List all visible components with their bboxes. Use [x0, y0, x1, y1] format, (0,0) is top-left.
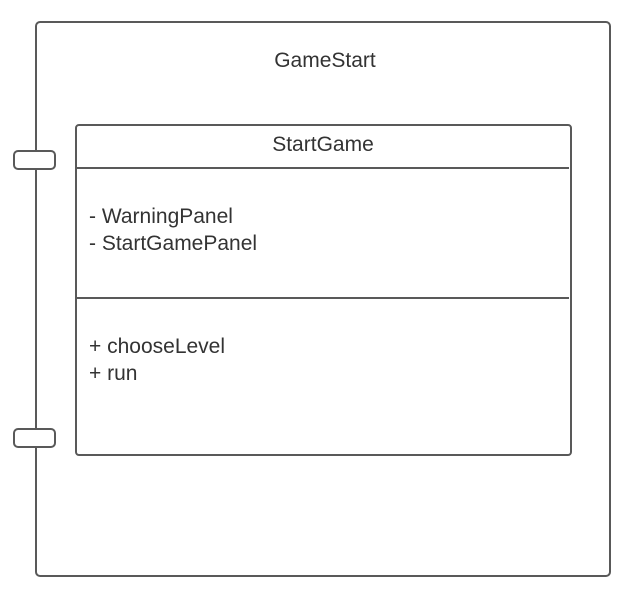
component-port-bottom	[13, 428, 56, 448]
class-name: StartGame	[77, 126, 569, 169]
operation-chooselevel: + chooseLevel	[89, 335, 226, 358]
component-port-top	[13, 150, 56, 170]
attribute-startgamepanel: - StartGamePanel	[89, 232, 258, 255]
operation-run: + run	[89, 362, 138, 385]
class-startgame: StartGame - WarningPanel - StartGamePane…	[75, 124, 572, 456]
operations-section: + chooseLevel + run	[77, 299, 569, 387]
attributes-section: - WarningPanel - StartGamePanel	[77, 169, 569, 299]
component-name: GameStart	[274, 49, 376, 72]
attribute-warningpanel: - WarningPanel	[89, 205, 233, 228]
